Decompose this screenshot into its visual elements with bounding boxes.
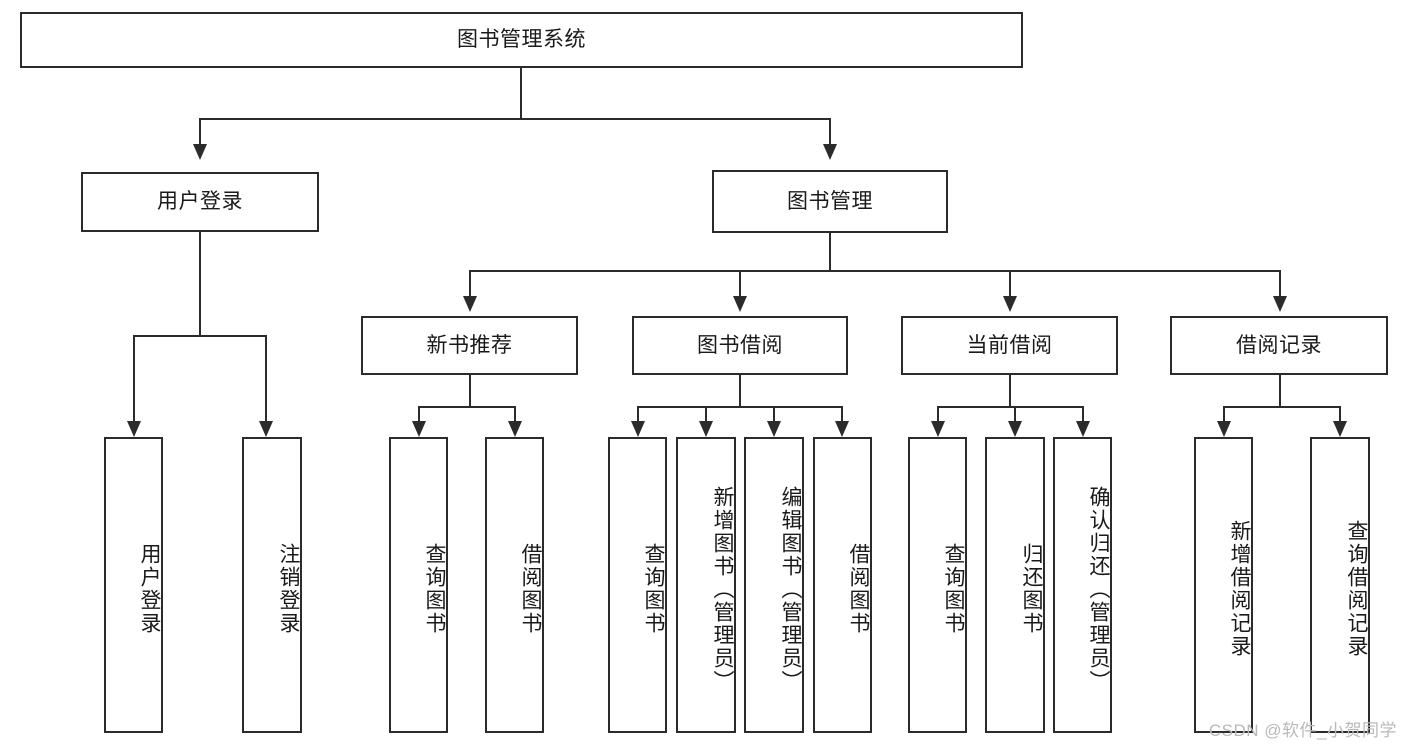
- connector-current-borrow-bus: [937, 406, 1083, 408]
- arrow-level2-2: [1003, 296, 1017, 312]
- connector-root-stem: [520, 68, 522, 118]
- leaf-current-borrow-2[interactable]: 确认归还（管理员）: [1053, 437, 1112, 733]
- arrow-new-book-leaf-1: [508, 421, 522, 437]
- connector-user-login-stem: [199, 232, 201, 335]
- connector-book-borrow-drop-1: [705, 406, 707, 421]
- connector-book-borrow-drop-2: [773, 406, 775, 421]
- connector-borrow-record-bus: [1223, 406, 1341, 408]
- node-borrow-record-label: 借阅记录: [1236, 333, 1322, 357]
- connector-current-borrow-stem: [1009, 375, 1011, 406]
- arrow-current-borrow-leaf-0: [931, 421, 945, 437]
- leaf-current-borrow-1-label: 归还图书: [1020, 543, 1043, 635]
- connector-new-book-stem: [469, 375, 471, 406]
- leaf-new-book-1-label: 借阅图书: [519, 543, 542, 635]
- leaf-book-borrow-2[interactable]: 编辑图书（管理员）: [744, 437, 804, 733]
- node-new-book-recommend-label: 新书推荐: [426, 333, 513, 357]
- connector-level2-drop-2: [1009, 270, 1011, 296]
- connector-level2-bus: [469, 270, 1280, 272]
- connector-level1-bus: [199, 118, 831, 120]
- arrow-level2-0: [463, 296, 477, 312]
- leaf-user-login-0[interactable]: 用户登录: [104, 437, 163, 733]
- arrow-book-borrow-leaf-2: [767, 421, 781, 437]
- connector-current-borrow-drop-1: [1014, 406, 1016, 421]
- node-current-borrow-label: 当前借阅: [966, 333, 1053, 357]
- node-book-management-label: 图书管理: [787, 189, 873, 213]
- csdn-watermark: CSDN @软件_小贺同学: [1208, 721, 1397, 740]
- arrow-book-borrow-leaf-3: [835, 421, 849, 437]
- arrow-user-login-leaf-0: [127, 421, 141, 437]
- arrow-borrow-record-leaf-1: [1333, 421, 1347, 437]
- leaf-book-borrow-3-label: 借阅图书: [847, 543, 870, 635]
- connector-borrow-record-drop-1: [1339, 406, 1341, 421]
- connector-user-login-bus: [133, 335, 266, 337]
- node-book-borrow-label: 图书借阅: [697, 333, 783, 357]
- leaf-book-borrow-3[interactable]: 借阅图书: [813, 437, 872, 733]
- connector-new-book-bus: [418, 406, 515, 408]
- leaf-book-borrow-0[interactable]: 查询图书: [608, 437, 667, 733]
- leaf-borrow-record-0-label: 新增借阅记录: [1228, 520, 1251, 658]
- node-root-label: 图书管理系统: [457, 28, 586, 52]
- connector-borrow-record-drop-0: [1223, 406, 1225, 421]
- leaf-book-borrow-2-label: 编辑图书（管理员）: [779, 485, 802, 693]
- arrow-current-borrow-leaf-2: [1076, 421, 1090, 437]
- arrow-level1-0: [193, 144, 207, 160]
- leaf-new-book-1[interactable]: 借阅图书: [485, 437, 544, 733]
- arrow-level2-1: [733, 296, 747, 312]
- arrow-borrow-record-leaf-0: [1217, 421, 1231, 437]
- connector-current-borrow-drop-0: [937, 406, 939, 421]
- leaf-book-borrow-1-label: 新增图书（管理员）: [711, 485, 734, 693]
- leaf-new-book-0-label: 查询图书: [423, 543, 446, 635]
- connector-new-book-drop-0: [418, 406, 420, 421]
- connector-level2-drop-3: [1279, 270, 1281, 296]
- connector-borrow-record-stem: [1279, 375, 1281, 406]
- arrow-book-borrow-leaf-0: [631, 421, 645, 437]
- leaf-current-borrow-0[interactable]: 查询图书: [908, 437, 967, 733]
- leaf-current-borrow-2-label: 确认归还（管理员）: [1087, 485, 1110, 693]
- connector-level2-drop-0: [469, 270, 471, 296]
- connector-new-book-drop-1: [514, 406, 516, 421]
- node-user-login[interactable]: 用户登录: [81, 172, 319, 232]
- connector-book-borrow-drop-3: [841, 406, 843, 421]
- arrow-level1-1: [823, 144, 837, 160]
- node-book-borrow[interactable]: 图书借阅: [632, 316, 848, 375]
- leaf-current-borrow-0-label: 查询图书: [942, 543, 965, 635]
- leaf-current-borrow-1[interactable]: 归还图书: [985, 437, 1045, 733]
- leaf-user-login-1-label: 注销登录: [277, 543, 300, 635]
- leaf-borrow-record-1-label: 查询借阅记录: [1345, 520, 1368, 658]
- arrow-book-borrow-leaf-1: [699, 421, 713, 437]
- node-borrow-record[interactable]: 借阅记录: [1170, 316, 1388, 375]
- arrow-new-book-leaf-0: [412, 421, 426, 437]
- node-root[interactable]: 图书管理系统: [20, 12, 1023, 68]
- arrow-user-login-leaf-1: [259, 421, 273, 437]
- connector-level2-drop-1: [739, 270, 741, 296]
- connector-book-borrow-stem: [739, 375, 741, 406]
- node-book-management[interactable]: 图书管理: [712, 170, 948, 233]
- connector-user-login-drop-0: [133, 335, 135, 421]
- leaf-user-login-0-label: 用户登录: [138, 543, 161, 635]
- connector-current-borrow-drop-2: [1082, 406, 1084, 421]
- leaf-borrow-record-0[interactable]: 新增借阅记录: [1194, 437, 1253, 733]
- connector-book-borrow-drop-0: [637, 406, 639, 421]
- leaf-borrow-record-1[interactable]: 查询借阅记录: [1310, 437, 1370, 733]
- connector-book-borrow-bus: [637, 406, 843, 408]
- connector-user-login-drop-1: [265, 335, 267, 421]
- arrow-level2-3: [1273, 296, 1287, 312]
- arrow-current-borrow-leaf-1: [1008, 421, 1022, 437]
- node-new-book-recommend[interactable]: 新书推荐: [361, 316, 578, 375]
- leaf-book-borrow-1[interactable]: 新增图书（管理员）: [676, 437, 736, 733]
- leaf-new-book-0[interactable]: 查询图书: [389, 437, 448, 733]
- connector-book-management-stem: [829, 233, 831, 270]
- leaf-user-login-1[interactable]: 注销登录: [242, 437, 302, 733]
- node-user-login-label: 用户登录: [157, 190, 243, 214]
- node-current-borrow[interactable]: 当前借阅: [901, 316, 1118, 375]
- leaf-book-borrow-0-label: 查询图书: [642, 543, 665, 635]
- connector-level1-drop-0: [199, 118, 201, 144]
- connector-level1-drop-1: [829, 118, 831, 144]
